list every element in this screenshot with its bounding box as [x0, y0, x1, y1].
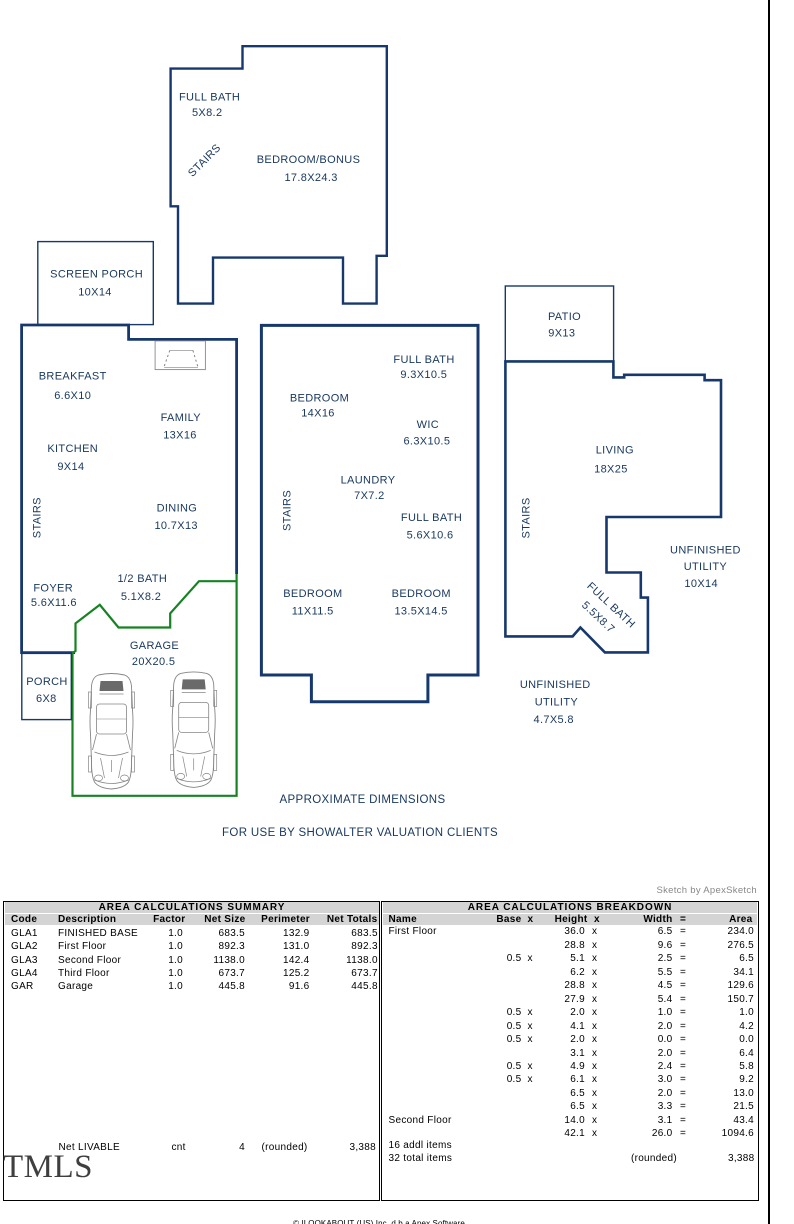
svg-text:9X14: 9X14 [57, 461, 84, 473]
svg-text:10X14: 10X14 [684, 578, 718, 590]
svg-text:UTILITY: UTILITY [684, 561, 728, 573]
svg-text:17.8X24.3: 17.8X24.3 [284, 172, 337, 184]
svg-text:FULL BATH: FULL BATH [401, 512, 462, 524]
svg-text:UNFINISHED: UNFINISHED [670, 544, 741, 556]
svg-text:SCREEN PORCH: SCREEN PORCH [50, 269, 143, 281]
svg-text:BEDROOM/BONUS: BEDROOM/BONUS [257, 154, 361, 166]
svg-text:BEDROOM: BEDROOM [283, 588, 342, 600]
svg-text:18X25: 18X25 [594, 464, 628, 476]
svg-text:FULL BATH: FULL BATH [179, 92, 240, 104]
svg-text:9X13: 9X13 [548, 327, 575, 339]
svg-text:FAMILY: FAMILY [161, 412, 202, 424]
svg-text:5.6X10.6: 5.6X10.6 [407, 529, 454, 541]
svg-text:10.7X13: 10.7X13 [154, 520, 197, 532]
svg-text:7X7.2: 7X7.2 [354, 490, 385, 502]
svg-text:1/2 BATH: 1/2 BATH [117, 573, 167, 585]
svg-text:PATIO: PATIO [548, 311, 581, 323]
svg-text:GARAGE: GARAGE [130, 640, 179, 652]
svg-text:6.6X10: 6.6X10 [54, 390, 91, 402]
svg-text:LAUNDRY: LAUNDRY [341, 474, 396, 486]
svg-text:STAIRS: STAIRS [32, 497, 44, 538]
svg-text:WIC: WIC [417, 419, 439, 431]
svg-text:APPROXIMATE DIMENSIONS: APPROXIMATE DIMENSIONS [280, 794, 446, 806]
svg-text:BREAKFAST: BREAKFAST [39, 370, 107, 382]
svg-text:6.3X10.5: 6.3X10.5 [403, 436, 450, 448]
svg-text:11X11.5: 11X11.5 [292, 606, 334, 618]
svg-text:KITCHEN: KITCHEN [47, 443, 98, 455]
svg-text:DINING: DINING [157, 503, 198, 515]
svg-text:UTILITY: UTILITY [535, 697, 579, 709]
svg-text:STAIRS: STAIRS [521, 497, 533, 538]
svg-text:14X16: 14X16 [301, 407, 335, 419]
svg-text:13X16: 13X16 [163, 429, 197, 441]
svg-text:STAIRS: STAIRS [186, 142, 223, 179]
svg-text:4.7X5.8: 4.7X5.8 [534, 714, 574, 726]
svg-text:13.5X14.5: 13.5X14.5 [394, 606, 447, 618]
svg-text:LIVING: LIVING [596, 445, 634, 457]
svg-text:10X14: 10X14 [78, 287, 112, 299]
svg-text:6X8: 6X8 [36, 693, 57, 705]
svg-text:FOYER: FOYER [33, 582, 73, 594]
svg-text:9.3X10.5: 9.3X10.5 [400, 369, 447, 381]
svg-text:BEDROOM: BEDROOM [290, 393, 349, 405]
svg-text:5.6X11.6: 5.6X11.6 [31, 597, 77, 609]
svg-text:FULL BATH: FULL BATH [393, 354, 454, 366]
svg-text:5X8.2: 5X8.2 [192, 107, 223, 119]
svg-text:STAIRS: STAIRS [282, 490, 294, 531]
svg-text:UNFINISHED: UNFINISHED [520, 679, 591, 691]
svg-text:BEDROOM: BEDROOM [392, 588, 451, 600]
svg-text:20X20.5: 20X20.5 [132, 656, 175, 668]
svg-text:5.1X8.2: 5.1X8.2 [121, 591, 161, 603]
svg-text:PORCH: PORCH [26, 676, 67, 688]
svg-text:FOR USE BY SHOWALTER VALUATION: FOR USE BY SHOWALTER VALUATION CLIENTS [222, 827, 498, 839]
